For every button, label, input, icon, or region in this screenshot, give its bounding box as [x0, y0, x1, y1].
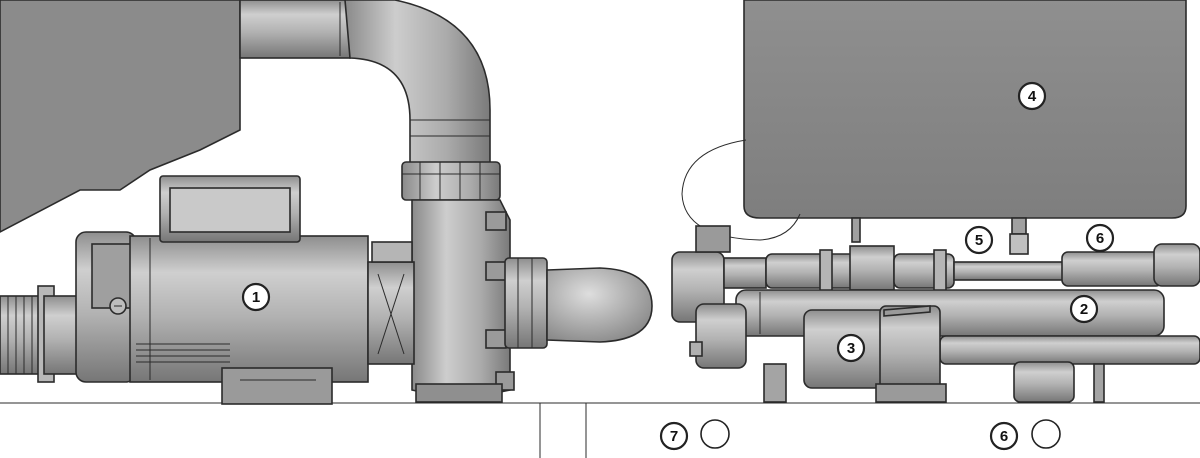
- floor: [0, 402, 1200, 458]
- callout-6-top: 6: [1085, 223, 1115, 253]
- callout-1-label: 1: [252, 289, 260, 306]
- callout-6-bottom-label: 6: [1000, 428, 1008, 445]
- heater-plumbing: [671, 217, 1200, 403]
- callout-2-label: 2: [1080, 301, 1088, 318]
- callout-7: 7: [659, 419, 730, 451]
- empty-circle-icon: [1031, 419, 1061, 449]
- callout-4-label: 4: [1028, 88, 1037, 105]
- heater-tank: [681, 0, 1187, 241]
- callout-5-label: 5: [975, 232, 983, 249]
- callout-3: 3: [836, 333, 866, 363]
- callout-2: 2: [1069, 294, 1099, 324]
- callout-1: 1: [241, 282, 271, 312]
- strainer-union: [504, 257, 653, 349]
- callout-5: 5: [964, 225, 994, 255]
- pump-motor: [0, 175, 415, 405]
- callout-6-top-label: 6: [1096, 230, 1104, 247]
- callout-6-bottom: 6: [989, 419, 1061, 451]
- empty-circle-icon: [700, 419, 730, 449]
- discharge-pipe: [239, 0, 501, 201]
- pump-volute: [411, 199, 515, 403]
- callout-4: 4: [1017, 81, 1047, 111]
- callout-7-label: 7: [670, 428, 678, 445]
- callout-3-label: 3: [847, 340, 855, 357]
